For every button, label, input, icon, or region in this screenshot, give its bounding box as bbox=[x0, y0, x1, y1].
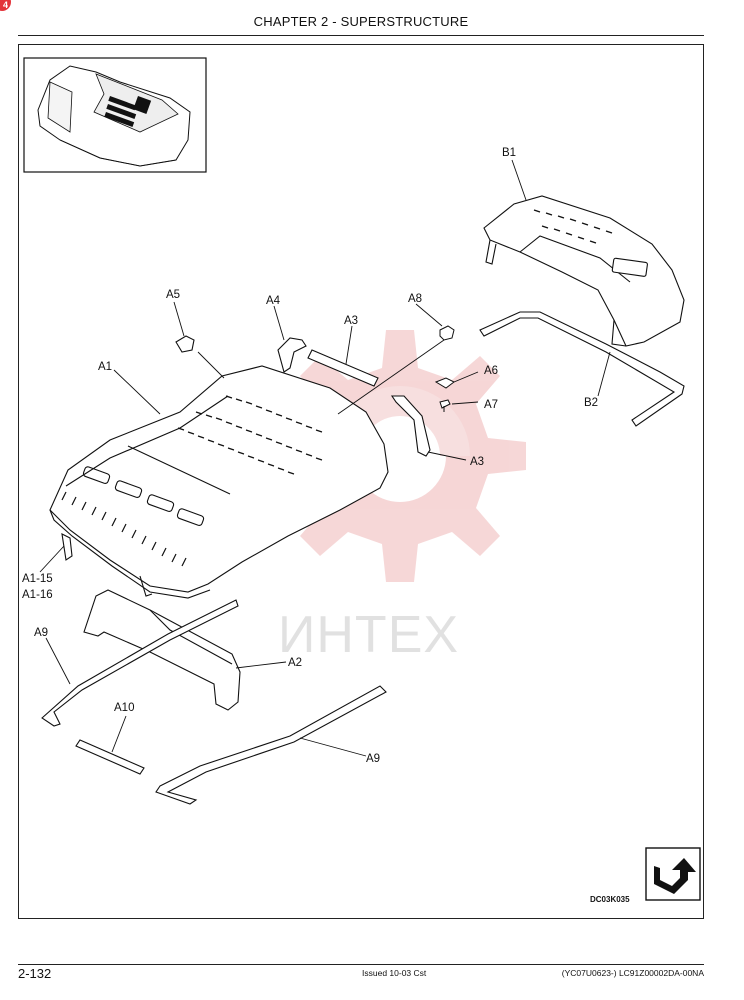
part-a3-strip-right bbox=[390, 395, 431, 457]
callout-a4: A4 bbox=[266, 295, 281, 307]
header-divider bbox=[18, 35, 704, 36]
callout-a3-top: A3 bbox=[344, 315, 358, 327]
part-b2-seal bbox=[479, 311, 685, 427]
watermark-text: ИНТЕХ bbox=[278, 606, 460, 664]
issue-date: Issued 10-03 Cst bbox=[362, 968, 427, 978]
callout-a7: A7 bbox=[484, 399, 498, 411]
page-arrow-icon bbox=[645, 847, 701, 901]
page-marker-badge: 4 bbox=[0, 0, 11, 11]
footer-divider bbox=[18, 964, 704, 965]
page-number: 2-132 bbox=[18, 966, 52, 981]
figure-id: DC03K035 bbox=[590, 895, 630, 904]
part-a10-strip bbox=[75, 739, 145, 775]
callout-a6: A6 bbox=[484, 365, 498, 377]
callout-a9-left: A9 bbox=[34, 627, 48, 639]
callout-a10: A10 bbox=[114, 702, 134, 714]
part-a2-bracket bbox=[83, 589, 241, 711]
part-a6-a7-a8-hardware bbox=[434, 325, 455, 412]
callout-a3-right: A3 bbox=[470, 456, 484, 468]
part-a5-grommet bbox=[175, 335, 195, 353]
callout-a5: A5 bbox=[166, 289, 180, 301]
callout-a1-15: A1-15 bbox=[22, 573, 53, 585]
callout-b1: B1 bbox=[502, 147, 516, 159]
document-code: (YC07U0623-) LC91Z00002DA-00NA bbox=[561, 968, 704, 978]
part-a9-seal-bottom bbox=[155, 685, 387, 805]
part-a4-clip bbox=[277, 337, 307, 373]
callout-a1-16: A1-16 bbox=[22, 589, 53, 601]
location-thumbnail bbox=[23, 57, 207, 173]
part-b1-rear-cover bbox=[483, 195, 685, 347]
chapter-title: CHAPTER 2 - SUPERSTRUCTURE bbox=[253, 14, 469, 29]
callout-a9-bottom: A9 bbox=[366, 753, 380, 765]
callout-a1: A1 bbox=[98, 361, 112, 373]
part-a3-strip-top bbox=[307, 349, 379, 387]
leader-lines bbox=[39, 159, 611, 757]
callout-a8: A8 bbox=[408, 293, 422, 305]
callout-a2: A2 bbox=[288, 657, 302, 669]
callout-b2: B2 bbox=[584, 397, 598, 409]
part-a9-seal-left bbox=[41, 599, 239, 727]
part-a1-engine-hood bbox=[49, 365, 389, 599]
figure-frame bbox=[18, 44, 704, 919]
